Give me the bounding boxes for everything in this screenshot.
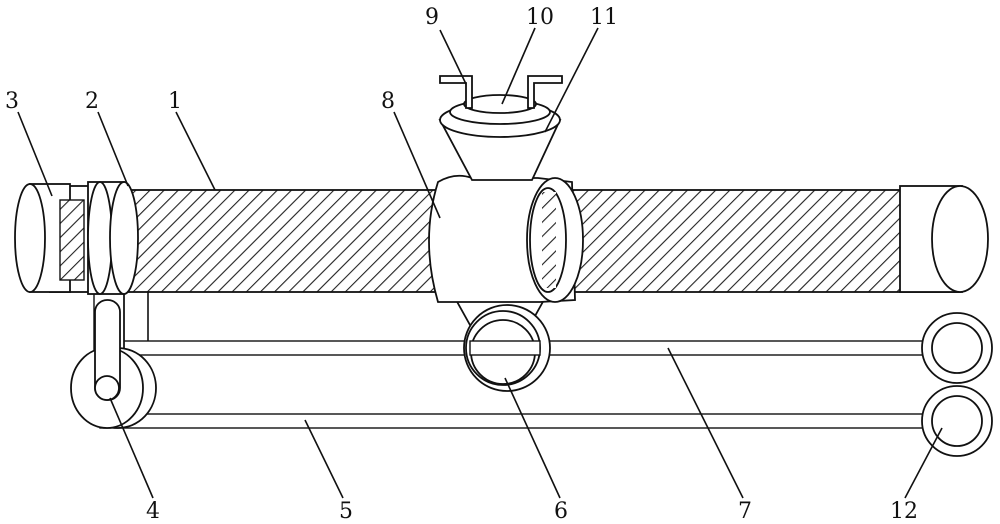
label-10: 10 [526,5,554,30]
label-11: 11 [590,5,618,30]
left-wheel [70,299,157,429]
label-5: 5 [339,499,353,524]
part-labels: 3 2 1 8 9 10 11 4 5 6 7 12 [5,5,918,524]
right-wheel-lower [921,385,993,457]
label-4: 4 [146,499,160,524]
label-12: 12 [890,499,918,524]
label-7: 7 [738,499,752,524]
collar-ring [87,181,139,295]
left-end-cap [14,183,85,293]
leader-lines [17,27,943,499]
center-hub [463,304,551,392]
label-2: 2 [85,89,99,114]
label-8: 8 [381,89,395,114]
label-6: 6 [554,499,568,524]
label-3: 3 [5,89,19,114]
center-housing [428,174,584,326]
lid-handles [439,75,563,109]
label-1: 1 [168,89,182,114]
label-9: 9 [425,5,439,30]
right-wheel-upper [921,312,993,384]
funnel-hopper [438,94,562,181]
